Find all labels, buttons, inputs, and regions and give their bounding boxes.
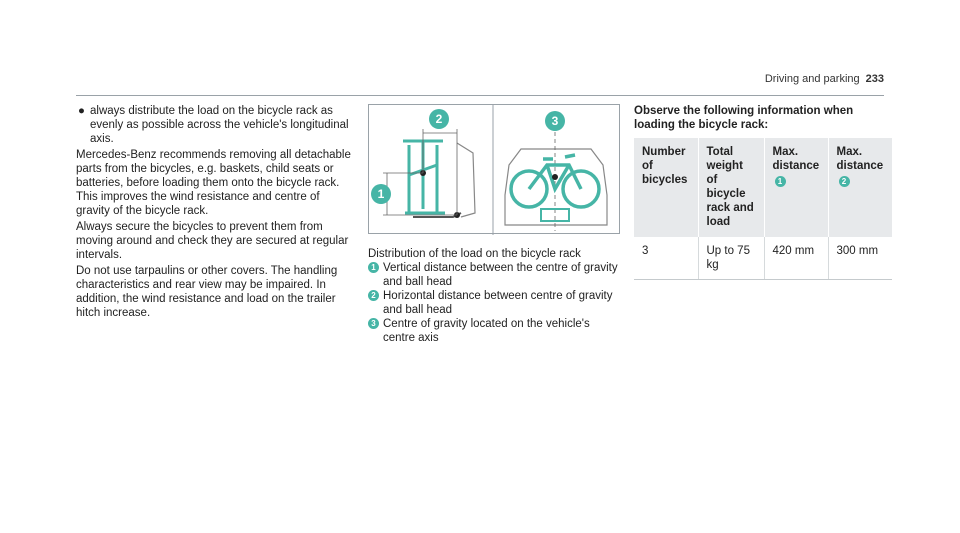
info-column: Observe the following information when l… xyxy=(634,104,892,280)
header-max-distance-1: Max. distance 1 xyxy=(763,138,828,237)
rack-platform xyxy=(540,208,570,222)
paragraph-secure: Always secure the bicycles to prevent th… xyxy=(76,221,349,261)
paragraph-recommendation: Mercedes-Benz recommends removing all de… xyxy=(76,149,351,217)
bullet-item: ● always distribute the load on the bicy… xyxy=(76,104,352,146)
marker-3-icon xyxy=(545,111,565,131)
table-heading: Observe the following information when l… xyxy=(634,105,854,131)
paragraph-covers: Do not use tarpaulins or other covers. T… xyxy=(76,265,338,319)
side-view: 1 2 xyxy=(371,109,476,218)
page-header: Driving and parking 233 xyxy=(765,73,884,85)
header-badge-2: 2 xyxy=(838,176,850,187)
legend-text: Vertical distance between the centre of … xyxy=(383,262,618,288)
header-divider xyxy=(76,95,884,96)
cell-bicycles: 3 xyxy=(634,237,698,280)
marker-2-label: 2 xyxy=(436,112,443,126)
table-row: 3 Up to 75 kg 420 mm 300 mm xyxy=(634,237,892,280)
car-rear-outline xyxy=(456,142,476,218)
load-info-table: Number of bicycles Total weight of bicyc… xyxy=(634,138,892,280)
page-number: 233 xyxy=(865,73,884,85)
gravity-point-rear xyxy=(552,174,558,180)
bicycle-rack-illustration: 1 2 3 xyxy=(368,104,620,235)
header-number-of-bicycles: Number of bicycles xyxy=(634,138,698,237)
section-title: Driving and parking xyxy=(764,73,860,85)
header-badge-1: 1 xyxy=(774,176,786,187)
bullet-text: always distribute the load on the bicycl… xyxy=(90,105,349,145)
figure-column: 1 2 3 xyxy=(368,104,620,345)
cell-distance-2: 300 mm xyxy=(827,237,892,280)
figure-caption: Distribution of the load on the bicycle … xyxy=(368,248,581,260)
marker-1-label: 1 xyxy=(378,187,385,201)
bullet-icon: ● xyxy=(78,105,85,117)
table-header-row: Number of bicycles Total weight of bicyc… xyxy=(634,138,892,237)
cell-weight: Up to 75 kg xyxy=(697,237,764,280)
marker-1-icon xyxy=(371,184,391,204)
cell-distance-1: 420 mm xyxy=(763,237,828,280)
legend-item: 1 Vertical distance between the centre o… xyxy=(368,261,620,289)
legend-item: 2 Horizontal distance between centre of … xyxy=(368,289,620,317)
rack-diagram: 1 2 3 xyxy=(371,105,608,235)
bikes-side-icon xyxy=(403,139,445,215)
legend-badge-2: 2 xyxy=(368,290,379,301)
car-body-outline xyxy=(504,148,608,226)
legend-badge-3: 3 xyxy=(368,318,379,329)
header-total-weight: Total weight of bicycle rack and load xyxy=(697,138,764,237)
marker-2-icon xyxy=(429,109,449,129)
legend-item: 3 Centre of gravity located on the vehic… xyxy=(368,317,620,345)
marker-3-label: 3 xyxy=(552,114,559,128)
legend-text: Horizontal distance between centre of gr… xyxy=(383,290,613,316)
legend-text: Centre of gravity located on the vehicle… xyxy=(383,318,590,344)
legend-badge-1: 1 xyxy=(368,262,379,273)
rear-view: 3 xyxy=(504,111,608,231)
text-column-left: ● always distribute the load on the bicy… xyxy=(76,104,352,322)
header-max-distance-2: Max. distance 2 xyxy=(827,138,892,237)
bicycle-icon xyxy=(509,153,601,209)
